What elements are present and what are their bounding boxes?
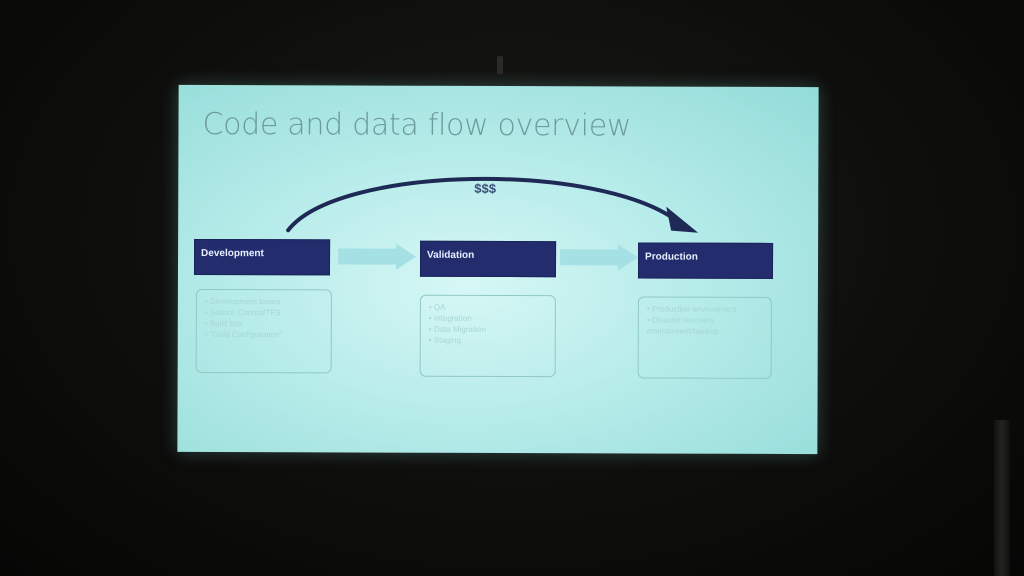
flow-curve [286, 176, 699, 233]
stage-label: Development [201, 247, 264, 260]
list-item: Build box [205, 318, 323, 329]
list-item: Development boxes [205, 296, 323, 307]
list-item: QA [429, 302, 547, 313]
curved-arrow-head [666, 206, 699, 233]
flow-arrow-1 [338, 243, 417, 270]
flow-arrow-2 [560, 244, 639, 271]
list-item: Integration [429, 313, 547, 324]
stage-development: Development [193, 238, 331, 276]
projection-screen: Code and data flow overview $$$ Developm… [177, 84, 819, 455]
details-development: Development boxes Source Control/TFS Bui… [195, 288, 332, 374]
list-item: Production environment [647, 304, 763, 315]
stage-label: Production [645, 251, 698, 263]
list-item: Source Control/TFS [205, 307, 323, 318]
projector-mount [497, 56, 503, 74]
microphone-stand [994, 420, 1010, 576]
list-item: Staging [429, 335, 547, 346]
stage-validation: Validation [419, 240, 557, 278]
stage-production: Production [637, 242, 774, 279]
list-item: "Gold Configuration" [205, 329, 323, 340]
stage-label: Validation [427, 249, 475, 261]
top-arrow-label: $$$ [474, 180, 497, 196]
details-validation: QA Integration Data Migration Staging [419, 294, 556, 378]
details-production: Production environment Disaster recovery… [637, 296, 772, 379]
list-item: Data Migration [429, 324, 547, 335]
curved-arrow-line [286, 176, 681, 233]
list-item: Disaster recovery environment/backup [647, 315, 763, 337]
